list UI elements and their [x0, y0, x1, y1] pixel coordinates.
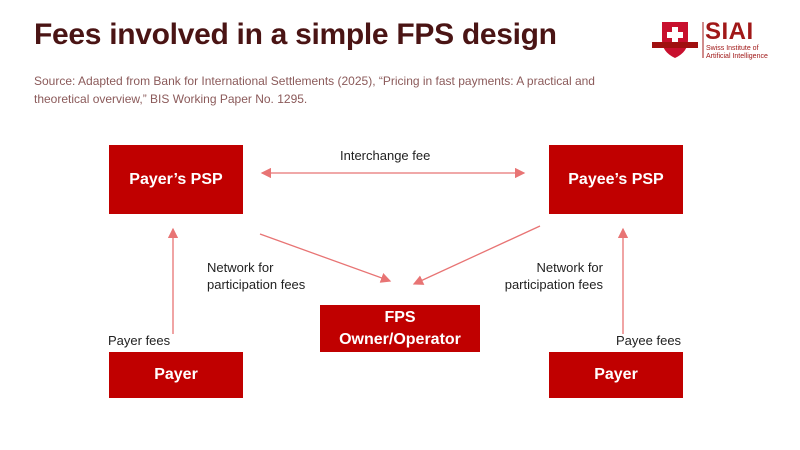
interchange-fee-label: Interchange fee	[340, 148, 431, 163]
source-note: Source: Adapted from Bank for Internatio…	[34, 74, 595, 106]
siai-logo	[652, 22, 704, 58]
fps-operator-node: FPS Owner/Operator	[320, 305, 480, 352]
operator-label: Owner/Operator	[339, 330, 461, 348]
payer-psp-node: Payer’s PSP	[109, 145, 243, 214]
payee-node: Payer	[549, 352, 683, 398]
network-right-arrow	[412, 225, 541, 285]
fps-label: FPS	[384, 308, 416, 326]
network-left-arrow	[259, 233, 392, 283]
payee-fees-label: Payee fees	[616, 333, 682, 348]
logo-name: SIAI	[705, 18, 754, 45]
payee-psp-node: Payee’s PSP	[549, 145, 683, 214]
payer-node: Payer	[109, 352, 243, 398]
page-title: Fees involved in a simple FPS design	[34, 18, 557, 51]
payer-fees-label: Payer fees	[108, 333, 171, 348]
